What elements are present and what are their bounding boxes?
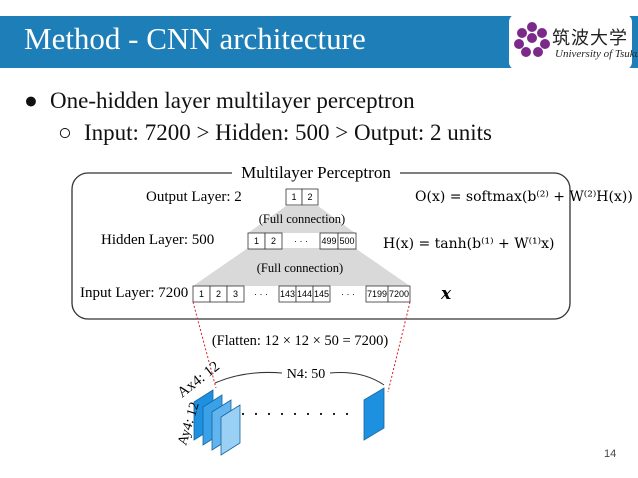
- hidden-cell-label: 500: [339, 236, 354, 246]
- input-cell: [387, 285, 411, 303]
- bullet-item-2: ○ Input: 7200 > Hidden: 500 > Output: 2 u…: [58, 120, 492, 146]
- filled-bullet-icon: ●: [24, 88, 38, 113]
- input-ellipsis: · · ·: [254, 289, 268, 299]
- input-cell-label: 7199: [367, 289, 387, 299]
- logo-english-text: University of Tsukuba: [555, 48, 638, 60]
- slide-header: Method - CNN architecture 筑波大学 Universit…: [0, 0, 638, 70]
- input-cell-label: 1: [199, 289, 204, 299]
- input-cell-label: 143: [280, 289, 295, 299]
- hidden-layer-cells: 1 2 · · · 499 500: [247, 232, 357, 250]
- input-cell-label: 2: [216, 289, 221, 299]
- tsukuba-emblem-icon: [514, 22, 550, 57]
- input-cell: [312, 285, 331, 303]
- output-hidden-connection: [248, 206, 355, 233]
- n4-label: N4: 50: [287, 367, 326, 382]
- flatten-line-right: [387, 301, 411, 393]
- output-cell: [301, 188, 319, 206]
- input-cell-label: 145: [314, 289, 329, 299]
- input-ellipsis: · · ·: [341, 289, 355, 299]
- logo-japanese-text: 筑波大学: [552, 28, 628, 49]
- bullet-text-2: Input: 7200 > Hidden: 500 > Output: 2 un…: [84, 120, 492, 145]
- bullet-text-1: One-hidden layer multilayer perceptron: [50, 88, 415, 113]
- university-logo: 筑波大学 University of Tsukuba: [509, 14, 638, 70]
- mlp-title-bg: [232, 163, 400, 183]
- hollow-bullet-icon: ○: [58, 120, 72, 145]
- flatten-line-left: [192, 301, 217, 389]
- hidden-cell: [264, 232, 283, 250]
- hidden-cell-label: 2: [271, 236, 276, 246]
- input-cell-label: 3: [233, 289, 238, 299]
- feature-map-last: [363, 387, 385, 441]
- feature-map-dots: . . . . . . . . .: [241, 399, 352, 419]
- output-formula: O(x) = softmax(b⁽²⁾ + W⁽²⁾H(x)): [415, 189, 633, 205]
- feature-map: [220, 404, 241, 456]
- hidden-layer-label: Hidden Layer: 500: [101, 232, 214, 248]
- page-number: 14: [604, 448, 617, 460]
- hidden-ellipsis: · · ·: [294, 236, 308, 246]
- input-cell-label: 7200: [389, 289, 409, 299]
- hidden-cell: [337, 232, 357, 250]
- feature-map-stack: [193, 387, 385, 456]
- hidden-formula: H(x) = tanh(b⁽¹⁾ + W⁽¹⁾x): [383, 236, 554, 252]
- input-layer-label: Input Layer: 7200: [80, 285, 188, 301]
- output-layer-cells: 1 2: [285, 188, 319, 206]
- input-layer-cells: 1 2 3 · · · 143 144 145 · · · 7199 7200: [192, 285, 411, 303]
- input-cell-label: 144: [297, 289, 312, 299]
- mlp-box-title: Multilayer Perceptron: [241, 163, 391, 182]
- hidden-cell-label: 499: [321, 236, 336, 246]
- output-layer-label: Output Layer: 2: [146, 189, 242, 205]
- hidden-cell-label: 1: [254, 236, 259, 246]
- output-cell-label: 2: [307, 192, 312, 202]
- ax4-label: Ax4: 12: [175, 359, 223, 402]
- hidden-input-connection: [193, 248, 410, 286]
- output-cell-label: 1: [291, 192, 296, 202]
- n4-bracket-right: [329, 372, 385, 386]
- input-x-symbol: x: [440, 284, 452, 304]
- flatten-label: (Flatten: 12 × 12 × 50 = 7200): [212, 333, 389, 349]
- bullet-item-1: ● One-hidden layer multilayer perceptron: [24, 88, 415, 114]
- full-connection-label-bottom: (Full connection): [257, 261, 343, 275]
- input-cell: [226, 285, 245, 303]
- full-connection-label-top: (Full connection): [259, 212, 345, 226]
- n4-bracket-left: [214, 371, 283, 384]
- slide-title: Method - CNN architecture: [24, 21, 366, 56]
